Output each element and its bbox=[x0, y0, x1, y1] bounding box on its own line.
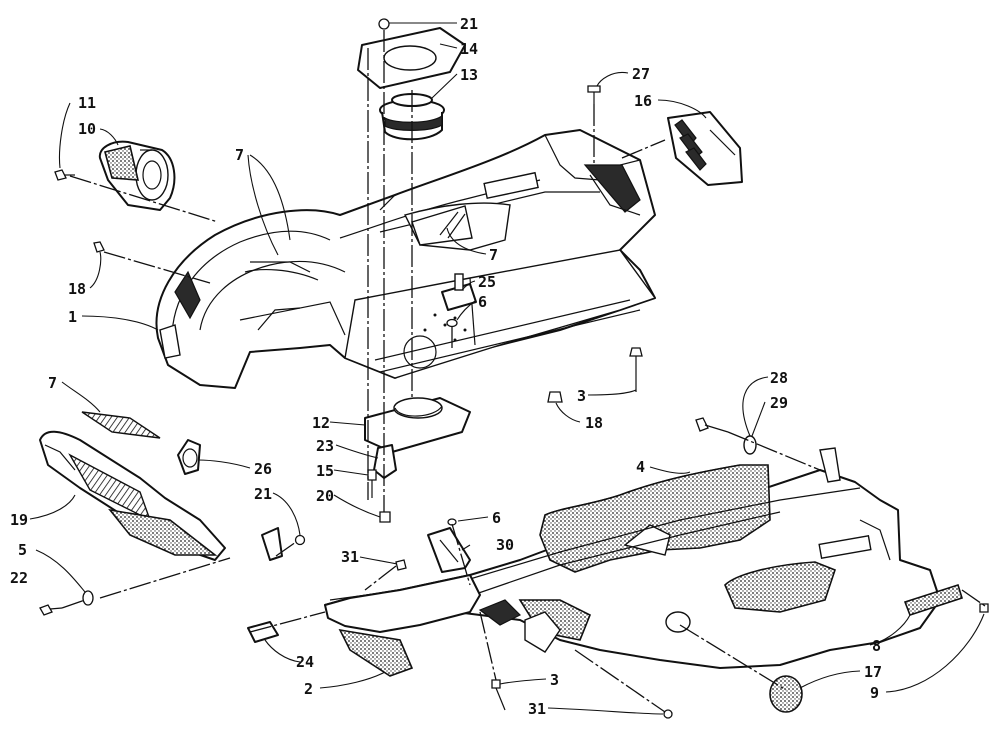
rivet-31-upper bbox=[395, 559, 407, 571]
callout-3-lower: 3 bbox=[550, 671, 559, 689]
decal-small bbox=[81, 411, 161, 439]
callout-24: 24 bbox=[296, 653, 314, 671]
washer-5 bbox=[82, 590, 94, 606]
flange-plate-top bbox=[357, 27, 466, 89]
callout-11: 11 bbox=[78, 94, 96, 112]
cap-17 bbox=[769, 675, 803, 713]
bolt-22 bbox=[39, 604, 63, 616]
callout-leaders bbox=[29, 22, 985, 715]
front-bumper bbox=[39, 430, 226, 561]
callout-10: 10 bbox=[78, 120, 96, 138]
callout-5: 5 bbox=[18, 541, 27, 559]
rivet-31-lower bbox=[663, 709, 673, 719]
screw-27 bbox=[587, 85, 601, 104]
screw-20 bbox=[379, 511, 391, 523]
callout-27: 27 bbox=[632, 65, 650, 83]
callout-18-lower: 18 bbox=[585, 414, 603, 432]
callout-30: 30 bbox=[496, 536, 514, 554]
callout-18-left: 18 bbox=[68, 280, 86, 298]
callout-3-upper: 3 bbox=[577, 387, 586, 405]
callout-7-upper-left: 7 bbox=[235, 146, 244, 164]
callout-15: 15 bbox=[316, 462, 334, 480]
decal-window bbox=[411, 205, 473, 246]
rivet-3-lower bbox=[491, 679, 506, 711]
fastener-18-lower bbox=[547, 391, 563, 403]
nut-21-top bbox=[378, 18, 390, 30]
callout-22: 22 bbox=[10, 569, 28, 587]
vent-grille bbox=[667, 111, 743, 186]
callout-9: 9 bbox=[870, 684, 879, 702]
fastener-18-upper bbox=[93, 241, 105, 253]
screw-28 bbox=[695, 417, 729, 433]
callout-16: 16 bbox=[634, 92, 652, 110]
clip-26 bbox=[177, 439, 201, 475]
callout-labels: 21 14 13 27 16 11 10 7 7 25 6 18 1 3 18 … bbox=[10, 15, 882, 718]
callout-2: 2 bbox=[304, 680, 313, 698]
callout-29: 29 bbox=[770, 394, 788, 412]
bracket-21 bbox=[261, 527, 306, 561]
clip-23 bbox=[373, 444, 397, 479]
callout-13: 13 bbox=[460, 66, 478, 84]
screw-15 bbox=[367, 469, 377, 498]
callout-8: 8 bbox=[872, 637, 881, 655]
reflector-8 bbox=[903, 583, 963, 616]
bracket-25 bbox=[441, 273, 477, 311]
headlight-housing bbox=[98, 140, 176, 211]
lower-belly-pan bbox=[324, 447, 941, 669]
callout-31-lower: 31 bbox=[528, 700, 546, 718]
callout-23: 23 bbox=[316, 437, 334, 455]
fastener-6-upper bbox=[446, 318, 458, 328]
callout-21-top: 21 bbox=[460, 15, 478, 33]
callout-7-window: 7 bbox=[489, 246, 498, 264]
callout-28: 28 bbox=[770, 369, 788, 387]
callout-14: 14 bbox=[460, 40, 478, 58]
lower-fascia-left bbox=[324, 574, 481, 677]
callout-12: 12 bbox=[312, 414, 330, 432]
bracket-30 bbox=[427, 527, 471, 573]
flange-plate-bottom bbox=[364, 397, 471, 453]
callout-6-lower: 6 bbox=[492, 509, 501, 527]
callout-25: 25 bbox=[478, 273, 496, 291]
upper-belly-pan bbox=[155, 129, 657, 389]
callout-6-upper: 6 bbox=[478, 293, 487, 311]
callout-17: 17 bbox=[864, 663, 882, 681]
callout-20: 20 bbox=[316, 487, 334, 505]
callout-7-decal: 7 bbox=[48, 374, 57, 392]
rivet-3-upper bbox=[629, 347, 643, 392]
callout-19: 19 bbox=[10, 511, 28, 529]
assembly-lines bbox=[61, 30, 986, 713]
callout-26: 26 bbox=[254, 460, 272, 478]
callout-1: 1 bbox=[68, 308, 77, 326]
callout-4: 4 bbox=[636, 458, 645, 476]
callout-31-upper: 31 bbox=[341, 548, 359, 566]
bolt-11 bbox=[54, 169, 75, 181]
screw-9 bbox=[979, 603, 989, 613]
callout-21-lower: 21 bbox=[254, 485, 272, 503]
